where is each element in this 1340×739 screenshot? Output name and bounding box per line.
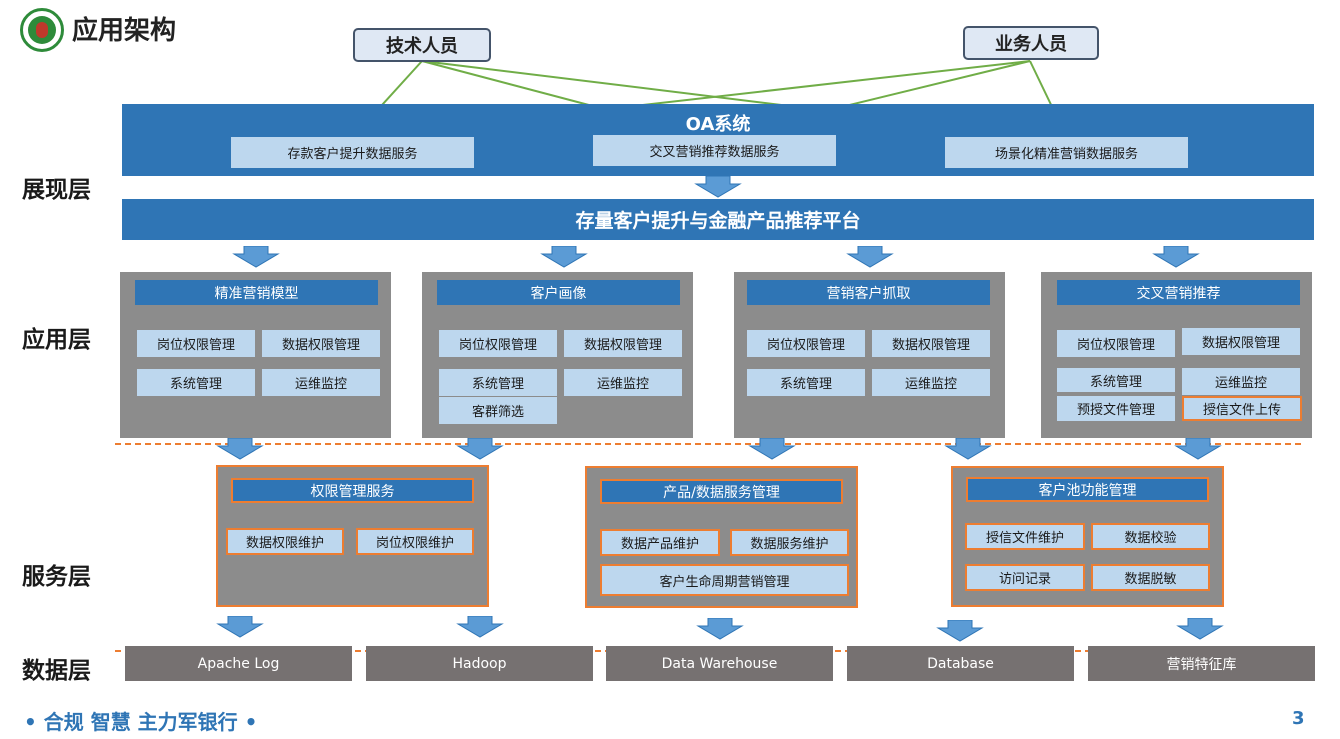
arrow-down-icon [1152,246,1200,268]
app-item[interactable]: 系统管理 [137,369,255,396]
arrow-down-icon [694,176,742,198]
app-item[interactable]: 运维监控 [872,369,990,396]
arrow-down-icon [232,246,280,268]
arrow-down-icon [456,616,504,638]
platform-title: 存量客户提升与金融产品推荐平台 [122,199,1314,240]
svc-module-title[interactable]: 客户池功能管理 [966,477,1209,502]
app-item[interactable]: 系统管理 [747,369,865,396]
svc-item[interactable]: 数据产品维护 [600,529,720,556]
layer-label-data: 数据层 [22,658,91,684]
arrow-down-icon [846,246,894,268]
oa-service-deposit[interactable]: 存款客户提升数据服务 [231,137,474,168]
data-source-marketing-features[interactable]: 营销特征库 [1088,646,1315,681]
arrow-down-icon [216,616,264,638]
app-module-title[interactable]: 交叉营销推荐 [1057,280,1300,305]
svc-module-title[interactable]: 产品/数据服务管理 [600,479,843,504]
app-item[interactable]: 岗位权限管理 [1057,330,1175,357]
svc-item[interactable]: 岗位权限维护 [356,528,474,555]
svc-item[interactable]: 授信文件维护 [965,523,1085,550]
page-title: 应用架构 [72,16,177,46]
data-source-apache-log[interactable]: Apache Log [125,646,352,681]
app-item[interactable]: 数据权限管理 [872,330,990,357]
data-source-database[interactable]: Database [847,646,1074,681]
logo-emblem-icon [28,16,56,44]
oa-service-cross-sell[interactable]: 交叉营销推荐数据服务 [593,135,836,166]
app-item[interactable]: 数据权限管理 [262,330,380,357]
arrow-down-icon [944,438,992,460]
app-item[interactable]: 运维监控 [564,369,682,396]
app-item[interactable]: 预授文件管理 [1057,396,1175,421]
page-number: 3 [1292,708,1305,729]
arrow-down-icon [696,618,744,640]
svc-item[interactable]: 访问记录 [965,564,1085,591]
oa-service-scenario[interactable]: 场景化精准营销数据服务 [945,137,1188,168]
layer-divider [115,443,1301,445]
arrow-down-icon [456,438,504,460]
app-module-title[interactable]: 精准营销模型 [135,280,378,305]
layer-label-presentation: 展现层 [22,177,91,203]
role-business-staff[interactable]: 业务人员 [963,26,1099,60]
arrow-down-icon [748,438,796,460]
arrow-down-icon [540,246,588,268]
svc-item[interactable]: 数据校验 [1091,523,1210,550]
svc-item[interactable]: 数据脱敏 [1091,564,1210,591]
app-item[interactable]: 系统管理 [439,369,557,396]
app-module-title[interactable]: 营销客户抓取 [747,280,990,305]
app-item[interactable]: 数据权限管理 [564,330,682,357]
app-item[interactable]: 岗位权限管理 [439,330,557,357]
data-source-hadoop[interactable]: Hadoop [366,646,593,681]
arrow-down-icon [1176,618,1224,640]
layer-label-application: 应用层 [22,327,91,353]
arrow-down-icon [1174,438,1222,460]
svc-item[interactable]: 数据服务维护 [730,529,849,556]
layer-label-service: 服务层 [22,564,91,590]
bank-logo [20,8,64,52]
arrow-down-icon [216,438,264,460]
svc-module-title[interactable]: 权限管理服务 [231,478,474,503]
app-item[interactable]: 数据权限管理 [1182,328,1300,355]
app-item[interactable]: 岗位权限管理 [747,330,865,357]
footer-slogan: • 合规 智慧 主力军银行 • [24,710,258,734]
role-tech-staff[interactable]: 技术人员 [353,28,491,62]
app-item[interactable]: 运维监控 [262,369,380,396]
app-item[interactable]: 系统管理 [1057,368,1175,392]
data-source-warehouse[interactable]: Data Warehouse [606,646,833,681]
app-item[interactable]: 运维监控 [1182,368,1300,395]
svc-item[interactable]: 数据权限维护 [226,528,344,555]
app-item[interactable]: 客群筛选 [439,397,557,424]
app-item[interactable]: 岗位权限管理 [137,330,255,357]
app-module-title[interactable]: 客户画像 [437,280,680,305]
header-bar [0,0,1340,56]
app-item[interactable]: 授信文件上传 [1182,396,1302,421]
svc-item[interactable]: 客户生命周期营销管理 [600,564,849,596]
arrow-down-icon [936,620,984,642]
oa-system-title: OA系统 [685,114,751,135]
